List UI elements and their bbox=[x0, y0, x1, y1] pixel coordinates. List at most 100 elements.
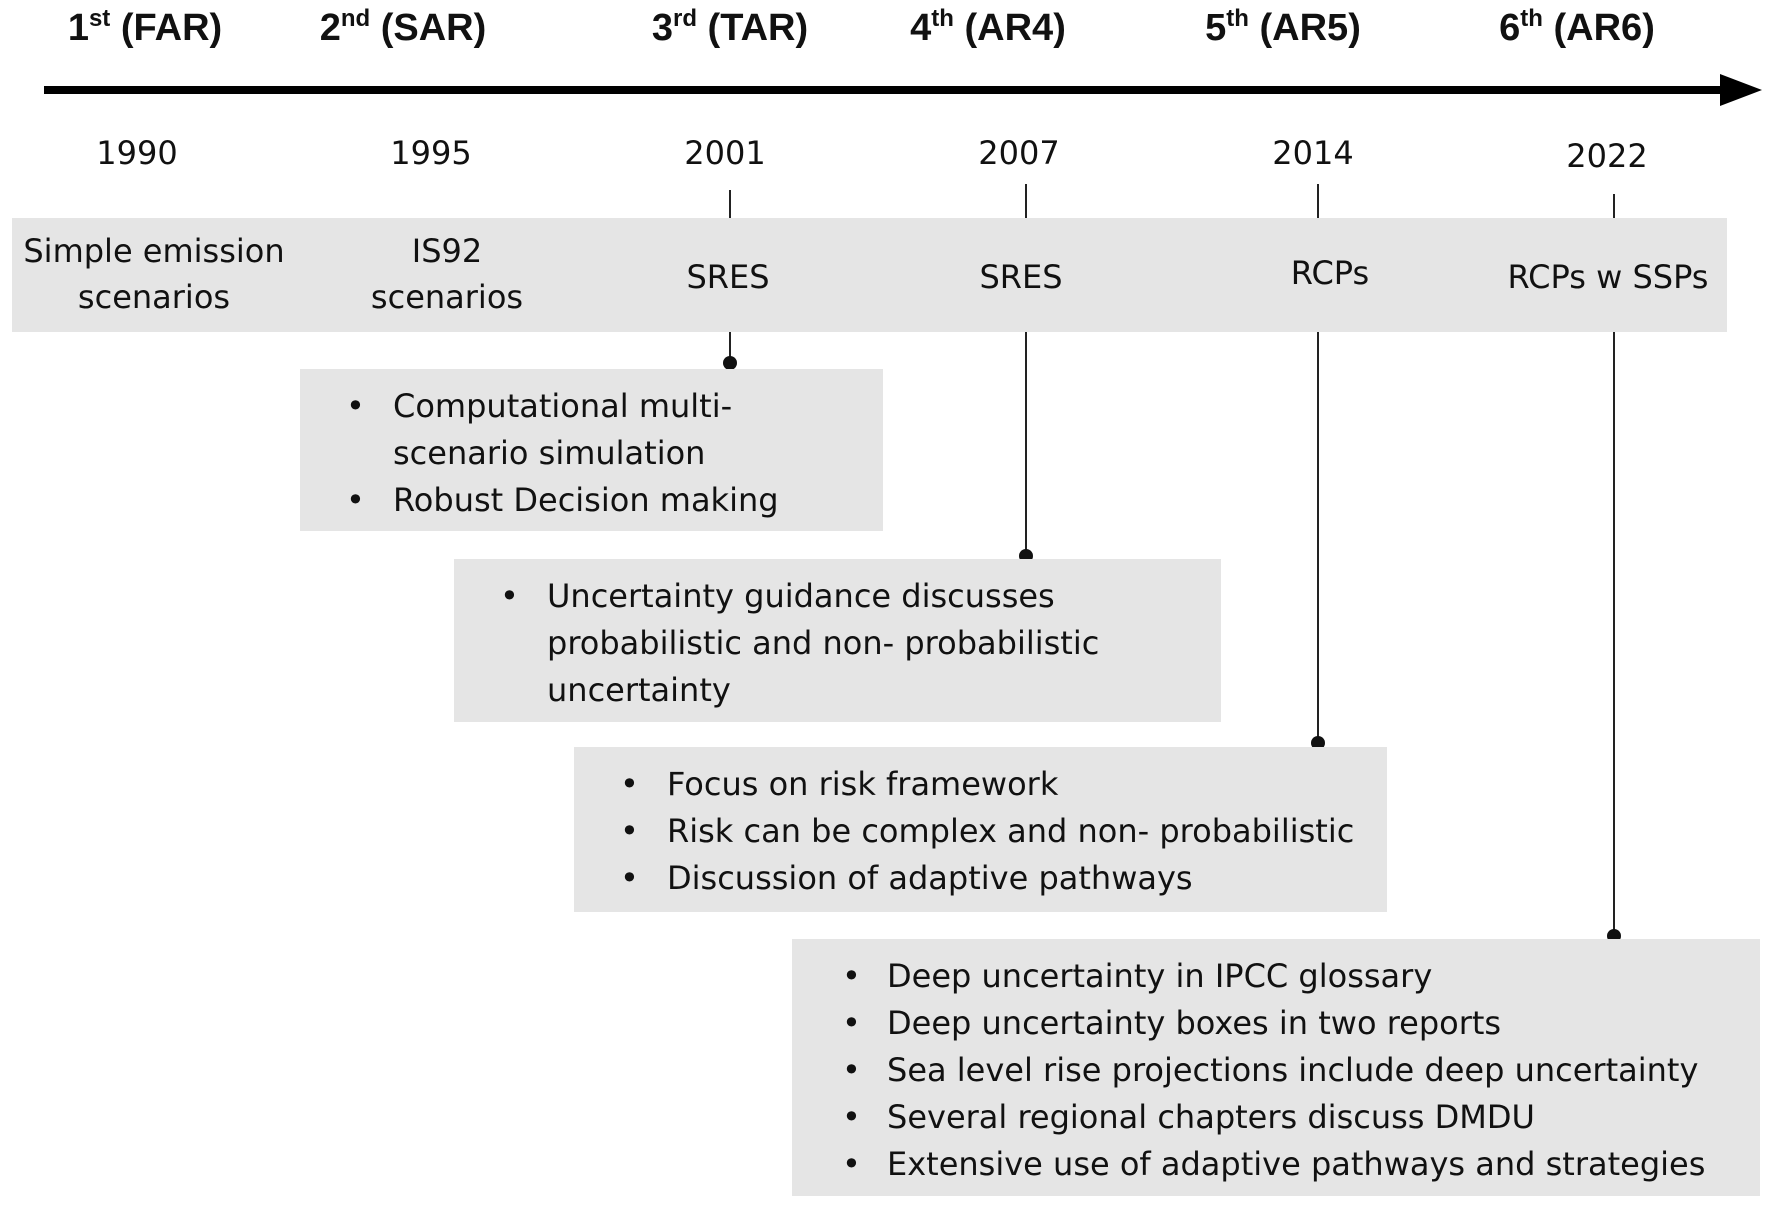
report-abbr: (AR4) bbox=[964, 7, 1066, 49]
list-item-text: Risk can be complex and non- probabilist… bbox=[667, 812, 1355, 850]
report-label-far: 1st (FAR) bbox=[68, 6, 222, 50]
scenario-label: Simple emission scenarios bbox=[23, 228, 284, 320]
report-ordinal-suffix: nd bbox=[340, 5, 371, 32]
report-abbr: (AR5) bbox=[1259, 7, 1361, 49]
list-item: • Several regional chapters discuss DMDU bbox=[792, 1094, 1760, 1141]
year-label: 2014 bbox=[1272, 134, 1354, 172]
report-abbr: (TAR) bbox=[707, 7, 809, 49]
bullet: • bbox=[346, 481, 365, 519]
info-box-ar4: • Uncertainty guidance discusses probabi… bbox=[454, 559, 1221, 722]
report-ordinal: 3 bbox=[651, 7, 673, 49]
bullet: • bbox=[620, 812, 639, 850]
list-item: uncertainty bbox=[454, 667, 1221, 714]
scenario-label-line1: IS92 bbox=[411, 232, 483, 270]
year-label: 1990 bbox=[96, 134, 178, 172]
bullet: • bbox=[842, 1051, 861, 1089]
list-item-text: Extensive use of adaptive pathways and s… bbox=[887, 1145, 1706, 1183]
year-label: 2007 bbox=[978, 134, 1060, 172]
list-item: • Robust Decision making bbox=[300, 477, 883, 524]
bullet: • bbox=[346, 387, 365, 425]
list-item-text: Discussion of adaptive pathways bbox=[667, 859, 1193, 897]
report-label-sar: 2nd (SAR) bbox=[320, 6, 487, 50]
year-tick bbox=[1613, 194, 1615, 218]
connector-line-tar bbox=[729, 332, 731, 362]
scenario-label-line1: RCPs w SSPs bbox=[1507, 258, 1709, 296]
scenario-label-line2: scenarios bbox=[77, 278, 231, 316]
report-ordinal: 5 bbox=[1205, 7, 1227, 49]
list-item-text: Uncertainty guidance discusses bbox=[547, 577, 1055, 615]
report-label-ar6: 6th (AR6) bbox=[1499, 6, 1655, 50]
scenario-band bbox=[12, 218, 1727, 332]
list-item-text: probabilistic and non- probabilistic bbox=[547, 624, 1100, 662]
info-box-ar5: • Focus on risk framework • Risk can be … bbox=[574, 747, 1387, 912]
connector-line-ar5 bbox=[1317, 332, 1319, 740]
bullet: • bbox=[842, 957, 861, 995]
report-ordinal-suffix: th bbox=[1520, 5, 1543, 32]
connector-line-ar6 bbox=[1613, 332, 1615, 934]
list-item: • Computational multi- bbox=[300, 383, 883, 430]
info-box-ar6: • Deep uncertainty in IPCC glossary • De… bbox=[792, 939, 1760, 1196]
year-label: 1995 bbox=[390, 134, 472, 172]
year-label: 2001 bbox=[684, 134, 766, 172]
list-item-text: Sea level rise projections include deep … bbox=[887, 1051, 1699, 1089]
info-box-tar: • Computational multi- scenario simulati… bbox=[300, 369, 883, 531]
report-ordinal-suffix: th bbox=[1226, 5, 1249, 32]
list-item: • Uncertainty guidance discusses bbox=[454, 573, 1221, 620]
scenario-label: SRES bbox=[979, 254, 1062, 300]
report-ordinal: 6 bbox=[1499, 7, 1521, 49]
list-item: • Focus on risk framework bbox=[574, 761, 1387, 808]
list-item-text: uncertainty bbox=[547, 671, 731, 709]
timeline-arrowhead bbox=[1720, 74, 1762, 106]
report-label-ar5: 5th (AR5) bbox=[1205, 6, 1361, 50]
list-item-text: Deep uncertainty boxes in two reports bbox=[887, 1004, 1502, 1042]
scenario-label: IS92 scenarios bbox=[371, 228, 523, 320]
report-label-ar4: 4th (AR4) bbox=[910, 6, 1066, 50]
connector-line-ar4 bbox=[1025, 332, 1027, 554]
scenario-label-line1: SRES bbox=[979, 258, 1063, 296]
list-item: • Extensive use of adaptive pathways and… bbox=[792, 1141, 1760, 1188]
scenario-label: RCPs bbox=[1291, 250, 1369, 296]
year-tick bbox=[1317, 184, 1319, 218]
report-abbr: (AR6) bbox=[1553, 7, 1655, 49]
list-item: • Sea level rise projections include dee… bbox=[792, 1047, 1760, 1094]
report-ordinal: 1 bbox=[67, 7, 89, 49]
scenario-label: SRES bbox=[686, 254, 769, 300]
scenario-label-line2: scenarios bbox=[370, 278, 524, 316]
bullet: • bbox=[842, 1004, 861, 1042]
report-abbr: (FAR) bbox=[120, 7, 223, 49]
connector-dot-tar bbox=[723, 356, 737, 370]
report-label-tar: 3rd (TAR) bbox=[652, 6, 808, 50]
year-tick bbox=[1025, 184, 1027, 218]
scenario-label-line1: Simple emission bbox=[23, 232, 285, 270]
bullet: • bbox=[842, 1098, 861, 1136]
info-box-list: • Computational multi- scenario simulati… bbox=[300, 383, 883, 524]
info-box-list: • Deep uncertainty in IPCC glossary • De… bbox=[792, 953, 1760, 1188]
list-item-text: Focus on risk framework bbox=[667, 765, 1059, 803]
year-label: 2022 bbox=[1566, 137, 1648, 175]
year-tick bbox=[729, 190, 731, 218]
bullet: • bbox=[620, 859, 639, 897]
list-item-text: Robust Decision making bbox=[393, 481, 779, 519]
list-item: • Risk can be complex and non- probabili… bbox=[574, 808, 1387, 855]
list-item: probabilistic and non- probabilistic bbox=[454, 620, 1221, 667]
report-ordinal-suffix: th bbox=[931, 5, 954, 32]
connector-dot-ar5 bbox=[1311, 736, 1325, 750]
bullet: • bbox=[842, 1145, 861, 1183]
info-box-list: • Focus on risk framework • Risk can be … bbox=[574, 761, 1387, 902]
bullet: • bbox=[500, 577, 519, 615]
list-item-text: Several regional chapters discuss DMDU bbox=[887, 1098, 1535, 1136]
list-item: scenario simulation bbox=[300, 430, 883, 477]
report-ordinal: 2 bbox=[319, 7, 341, 49]
list-item: • Deep uncertainty boxes in two reports bbox=[792, 1000, 1760, 1047]
list-item: • Deep uncertainty in IPCC glossary bbox=[792, 953, 1760, 1000]
report-ordinal-suffix: st bbox=[88, 5, 111, 32]
report-ordinal-suffix: rd bbox=[672, 5, 697, 32]
list-item-text: Deep uncertainty in IPCC glossary bbox=[887, 957, 1433, 995]
scenario-label-line1: SRES bbox=[686, 258, 770, 296]
list-item-text: scenario simulation bbox=[393, 434, 706, 472]
report-abbr: (SAR) bbox=[380, 7, 487, 49]
scenario-label-line1: RCPs bbox=[1290, 254, 1370, 292]
bullet: • bbox=[620, 765, 639, 803]
list-item: • Discussion of adaptive pathways bbox=[574, 855, 1387, 902]
scenario-label: RCPs w SSPs bbox=[1508, 254, 1709, 300]
